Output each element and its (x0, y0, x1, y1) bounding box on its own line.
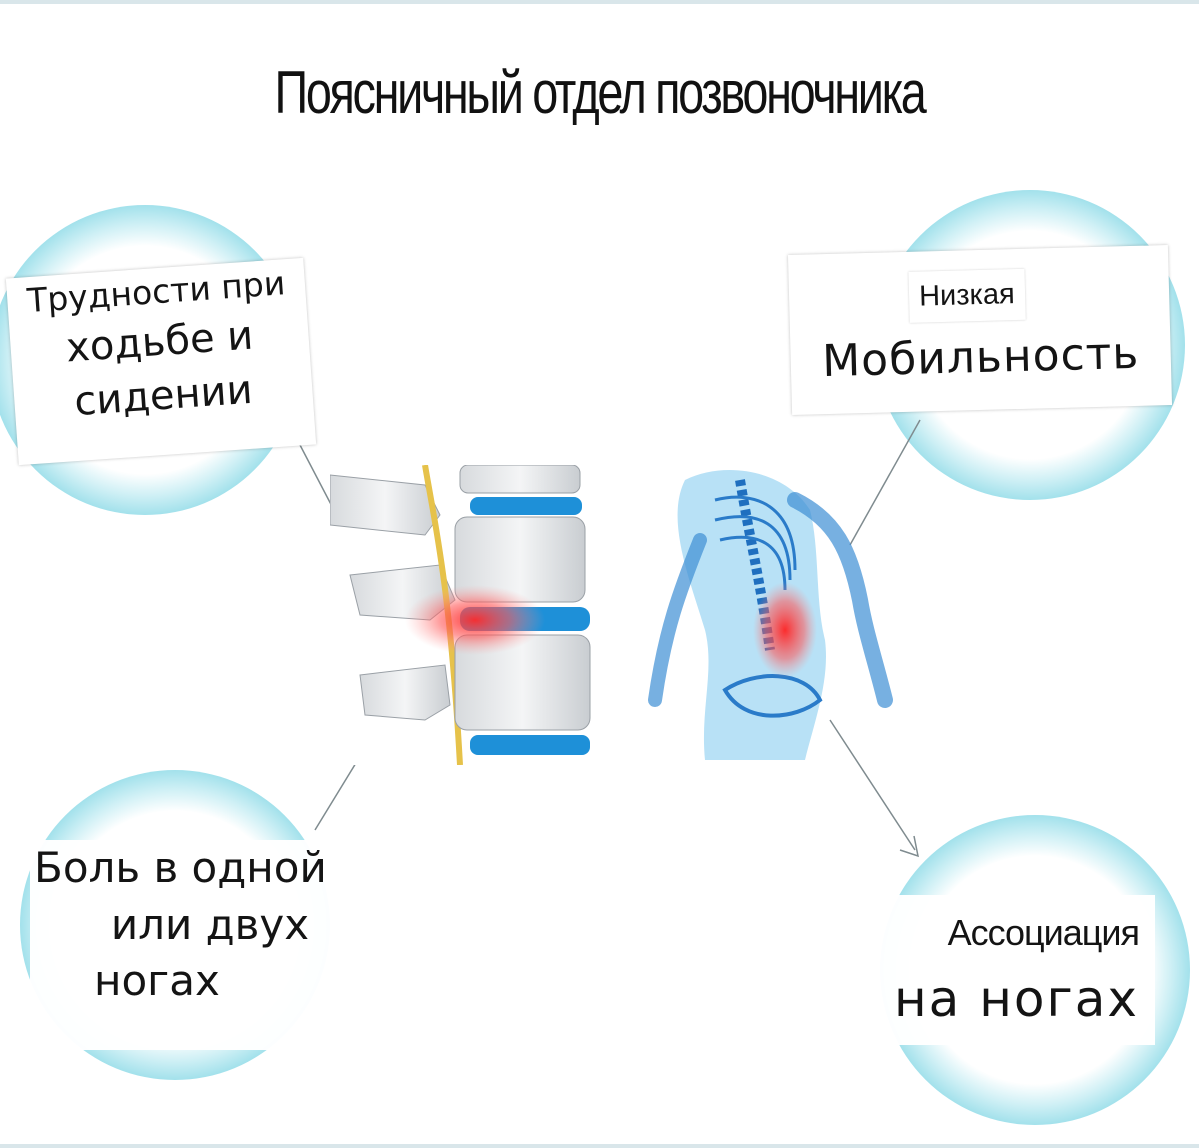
top-border (0, 0, 1199, 4)
spine-column (735, 479, 775, 651)
lumbar-spine-illustration (330, 465, 600, 765)
callout-top-right-line-2: Мобильность (821, 327, 1140, 388)
pelvis (722, 674, 823, 718)
connector-top-right (849, 419, 921, 546)
skeleton-body-illustration (648, 470, 893, 760)
callout-bottom-right-line-2: на ногах (893, 969, 1139, 1028)
arm-right (787, 492, 893, 708)
callout-top-right-line-1: Низкая (908, 268, 1026, 323)
intervertebral-disc-1 (470, 497, 582, 515)
bottom-border (0, 1144, 1199, 1148)
pain-highlight-body (753, 582, 817, 678)
intervertebral-disc-3 (470, 735, 590, 755)
callout-bottom-right-line-1: Ассоциация (947, 912, 1140, 953)
pain-highlight-spine (405, 585, 545, 655)
ribcage (714, 495, 797, 591)
arm-left (648, 533, 707, 707)
callout-walking-sitting-difficulty: Трудности при ходьбе и сидении (5, 257, 317, 466)
torso-silhouette (677, 470, 826, 760)
page-title: Поясничный отдел позвоночника (274, 59, 927, 126)
callout-leg-association: Ассоциация на ногах (860, 895, 1155, 1045)
callout-low-mobility: Низкая Мобильность (787, 245, 1173, 415)
vertebra-body-1 (459, 465, 581, 494)
spinal-process-3 (359, 664, 451, 721)
callout-bottom-left-line-3: ногах (94, 956, 220, 1006)
callout-leg-pain: Боль в одной или двух ногах (30, 840, 360, 1050)
callout-bottom-left-line-2: или двух (110, 899, 310, 949)
arrow-head-bottom-right (899, 835, 919, 858)
connector-bottom-right (829, 719, 916, 851)
callout-bottom-left-line-1: Боль в одной (34, 843, 327, 892)
